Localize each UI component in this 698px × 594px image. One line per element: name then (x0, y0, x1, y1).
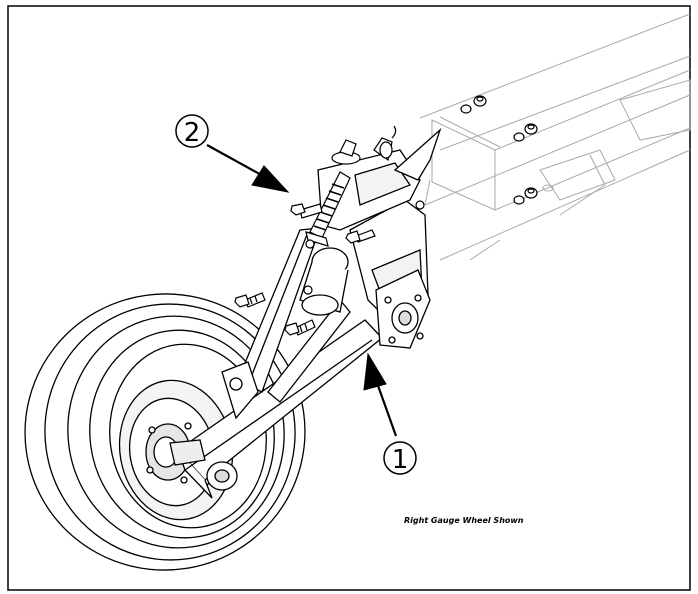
arrow-icon (206, 144, 398, 437)
mount-bracket (299, 127, 442, 349)
figure-caption: Right Gauge Wheel Shown (404, 516, 524, 525)
callout-1-number: 1 (392, 445, 409, 475)
callout-1: 1 (383, 441, 417, 475)
callout-2-number: 2 (184, 118, 201, 148)
callout-2: 2 (175, 114, 209, 148)
hex-nut-icon (460, 95, 538, 205)
bolt-icon (234, 200, 425, 336)
toolbar-frame (419, 13, 691, 261)
figure-border (7, 5, 691, 591)
adjustment-screw (305, 125, 397, 247)
